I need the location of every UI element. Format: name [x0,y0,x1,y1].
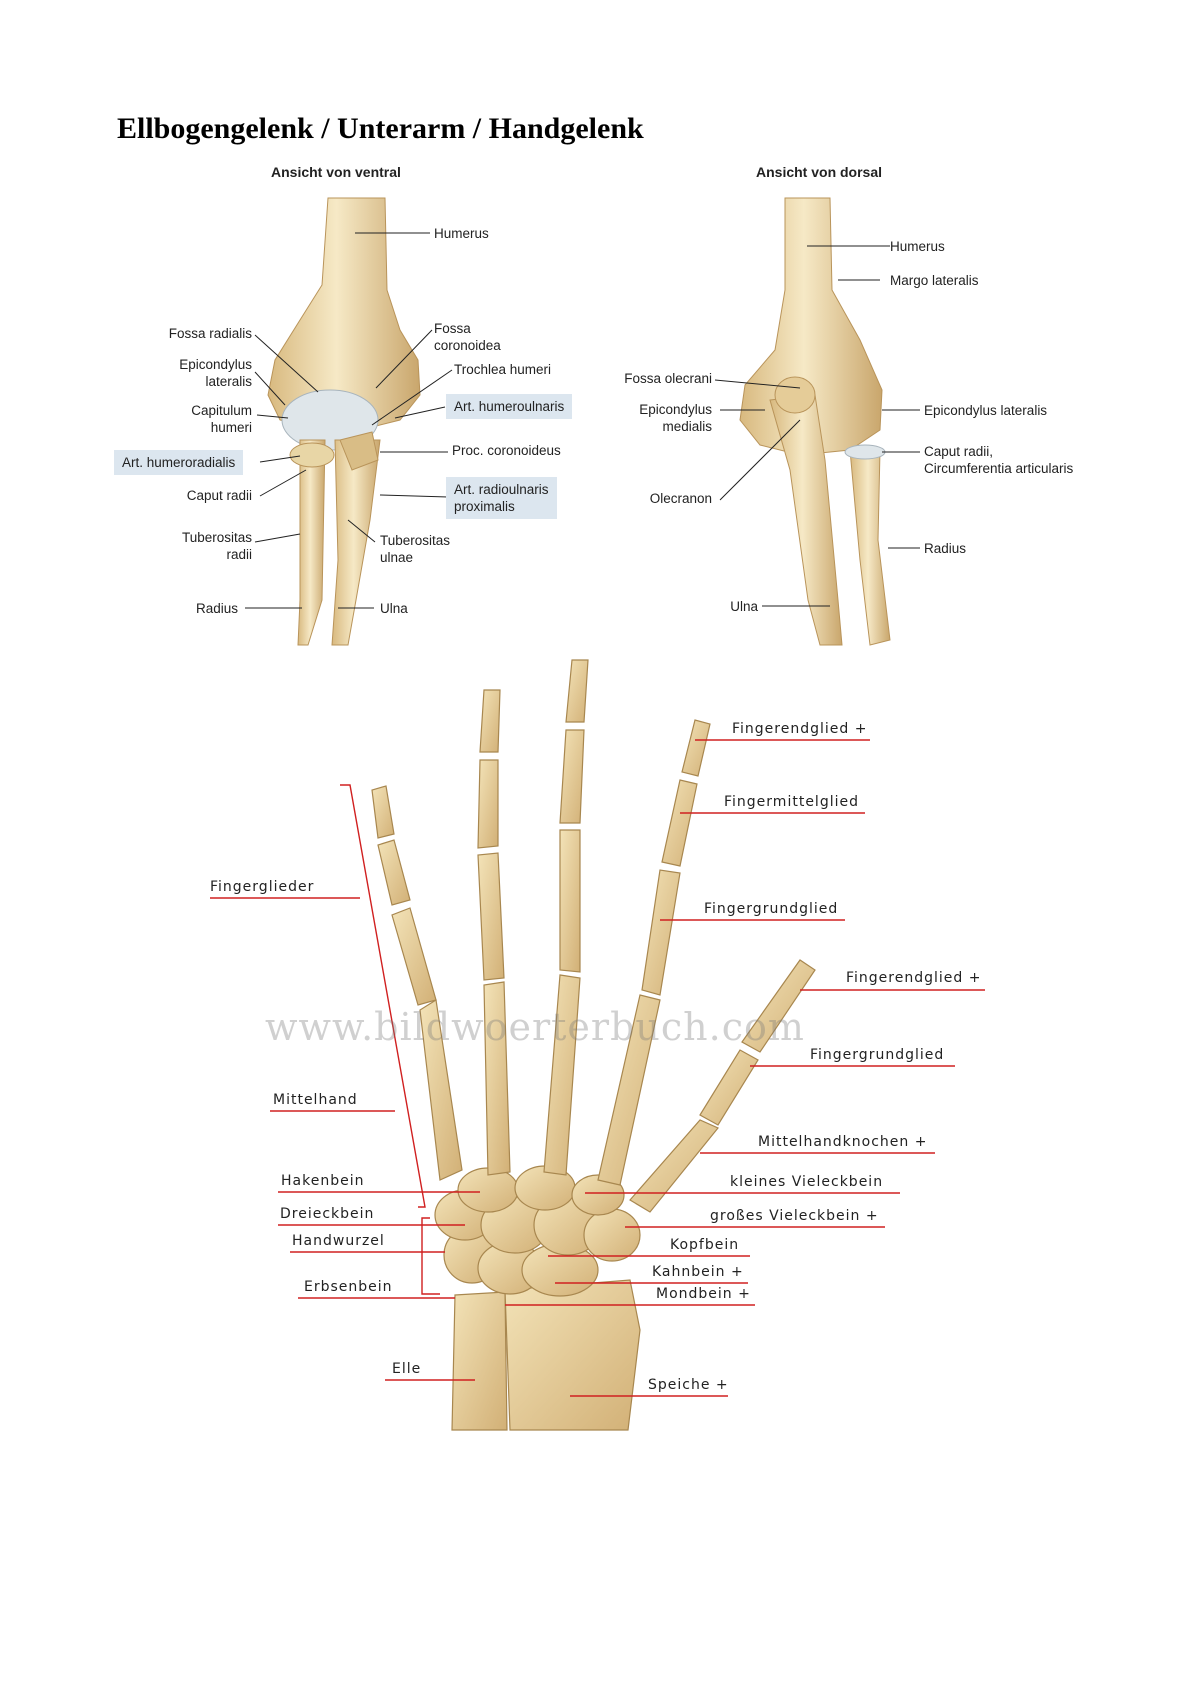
label-fossa-coronoidea-1: Fossa [434,321,471,336]
label-erbsenbein: Erbsenbein [304,1279,393,1295]
label-humerus-dorsal: Humerus [890,239,945,254]
label-fossa-coronoidea-2: coronoidea [434,338,501,353]
label-ulna-dorsal: Ulna [730,599,758,614]
label-fossa-olecrani: Fossa olecrani [624,371,712,386]
label-caput-radii-dorsal-2: Circumferentia articularis [924,461,1074,476]
label-grosses-vieleckbein: großes Vieleckbein + [710,1208,879,1224]
label-capitulum-humeri-1: Capitulum [191,403,252,418]
label-fingerendglied-1: Fingerendglied + [732,721,868,737]
label-epicondylus-lateralis-2: lateralis [205,374,252,389]
label-margo-lateralis: Margo lateralis [890,273,979,288]
label-art-radioulnaris-1: Art. radioulnaris [454,482,549,497]
label-radius-dorsal: Radius [924,541,967,556]
hand-skeleton-illustration [371,659,816,1431]
label-trochlea-humeri: Trochlea humeri [454,362,552,377]
label-humerus-ventral: Humerus [434,226,489,241]
label-handwurzel: Handwurzel [292,1233,385,1249]
label-elle: Elle [392,1361,422,1377]
label-tuberositas-radii-1: Tuberositas [181,530,252,545]
label-dreieckbein: Dreieckbein [280,1206,375,1222]
ventral-view-title: Ansicht von ventral [271,164,401,180]
label-mondbein: Mondbein + [656,1286,751,1302]
label-hakenbein: Hakenbein [281,1173,365,1189]
elbow-leader-lines [245,232,920,609]
label-fingergrundglied-1: Fingergrundglied [704,901,839,917]
label-proc-coronoideus: Proc. coronoideus [452,443,561,458]
label-epicondylus-lateralis-1: Epicondylus [179,357,252,372]
hand-leader-lines [210,739,985,1397]
label-epicondylus-lateralis-dorsal: Epicondylus lateralis [924,403,1048,418]
label-caput-radii-ventral: Caput radii [186,488,252,503]
label-epicondylus-medialis-1: Epicondylus [639,402,712,417]
label-fingermittelglied: Fingermittelglied [724,794,859,810]
label-fingerglieder: Fingerglieder [210,879,315,895]
label-speiche: Speiche + [648,1377,729,1393]
label-fingergrundglied-2: Fingergrundglied [810,1047,945,1063]
label-fossa-radialis: Fossa radialis [168,326,252,341]
label-capitulum-humeri-2: humeri [210,420,252,435]
dorsal-view-title: Ansicht von dorsal [756,164,883,180]
label-mittelhandknochen: Mittelhandknochen + [758,1134,928,1150]
label-art-humeroulnaris: Art. humeroulnaris [446,394,573,419]
label-mittelhand: Mittelhand [273,1092,358,1108]
label-tuberositas-ulnae-1: Tuberositas [380,533,451,548]
label-ulna-ventral: Ulna [380,601,408,616]
label-art-radioulnaris-2: proximalis [454,499,515,514]
label-olecranon: Olecranon [649,491,712,506]
dorsal-elbow-illustration [739,197,891,646]
label-fingerendglied-2: Fingerendglied + [846,970,982,986]
page-title: Ellbogengelenk / Unterarm / Handgelenk [117,112,644,145]
label-art-radioulnaris-proximalis: Art. radioulnaris proximalis [446,477,557,519]
ventral-elbow-illustration [267,197,421,646]
label-tuberositas-ulnae-2: ulnae [380,550,414,565]
watermark: www.bildwoerterbuch.com [265,1005,805,1049]
label-kleines-vieleckbein: kleines Vieleckbein [730,1174,884,1190]
label-kahnbein: Kahnbein + [652,1264,744,1280]
label-radius-ventral: Radius [195,601,238,616]
label-kopfbein: Kopfbein [670,1237,740,1253]
label-tuberositas-radii-2: radii [226,547,252,562]
label-art-humeroradialis: Art. humeroradialis [114,450,244,475]
label-epicondylus-medialis-2: medialis [662,419,712,434]
label-caput-radii-dorsal-1: Caput radii, [924,444,994,459]
